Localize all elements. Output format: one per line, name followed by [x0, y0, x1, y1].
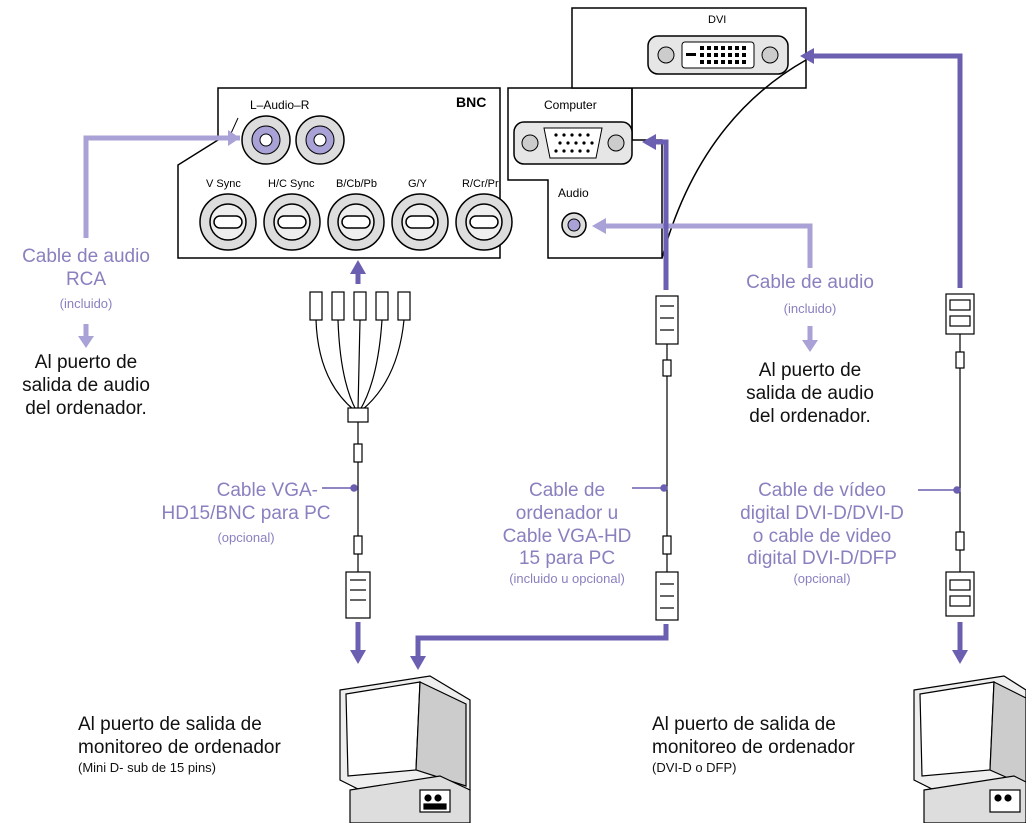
audio-dest-2: salida de audio [746, 382, 874, 404]
monitor-right-note: (DVI-D o DFP) [652, 759, 737, 775]
dvi-cable-note: (opcional) [793, 571, 851, 587]
bnc-fanout-cable [309, 291, 411, 619]
computer-cable [655, 295, 679, 621]
r-cr-pr-label: R/Cr/Pr [462, 178, 499, 190]
dvi-cable-line-3: o cable de video [752, 525, 892, 547]
monitor-left-line-2: monitoreo de ordenador [78, 736, 281, 758]
monitor-left-note: (Mini D- sub de 15 pins) [78, 759, 216, 775]
audio-cable-note: (incluido) [783, 300, 837, 316]
rca-destination: Al puerto de salida de audio del ordenad… [0, 352, 172, 420]
dvi-cable-route [800, 48, 968, 664]
dvi-cable-line-2: digital DVI-D/DVI-D [740, 502, 904, 524]
hc-sync-label: H/C Sync [268, 178, 315, 190]
vga-bnc-line-2: HD15/BNC para PC [161, 502, 331, 524]
dvi-cable-label: Cable de vídeo digital DVI-D/DVI-D o cab… [724, 480, 920, 587]
audio-cable-title: Cable de audio [746, 272, 874, 293]
computer-cable-line-3: Cable VGA-HD [502, 525, 632, 547]
g-y-label: G/Y [408, 178, 427, 190]
computer-panel [507, 87, 663, 259]
audio-jack [561, 212, 587, 238]
monitor-right-line-2: monitoreo de ordenador [652, 736, 855, 758]
bnc-cable-arrows [350, 260, 366, 664]
computer-cable-label: Cable de ordenador u Cable VGA-HD 15 par… [472, 480, 662, 587]
monitor-left-line-1: Al puerto de salida de [78, 714, 262, 735]
audio-dest-3: del ordenador. [749, 405, 871, 427]
rca-cable-label: Cable de audio RCA (incluido) [0, 246, 172, 311]
rca-dest-2: salida de audio [22, 374, 150, 396]
monitor-left-label: Al puerto de salida de monitoreo de orde… [78, 714, 338, 775]
rca-dest-1: Al puerto de [34, 352, 138, 373]
audio-cable-label: Cable de audio (incluido) [712, 272, 908, 316]
audio-port-label: Audio [558, 186, 589, 200]
vga-bnc-cable-label: Cable VGA- HD15/BNC para PC (opcional) [148, 480, 344, 545]
bnc-panel-label: BNC [456, 94, 487, 110]
dvi-port-label: DVI [708, 14, 727, 26]
rca-dest-3: del ordenador. [25, 397, 147, 419]
computer-cable-line-1: Cable de [528, 480, 606, 501]
v-sync-label: V Sync [206, 178, 241, 190]
audio-dest-1: Al puerto de [758, 360, 862, 381]
dvi-port [647, 35, 789, 75]
b-cb-pb-label: B/Cb/Pb [336, 178, 377, 190]
dvi-cable-line-4: digital DVI-D/DFP [747, 548, 897, 570]
computer-port-label: Computer [544, 98, 597, 112]
computer-cable-line-4: 15 para PC [518, 548, 616, 570]
dvi-cable-line-1: Cable de vídeo [758, 480, 886, 501]
bnc-jacks [199, 193, 513, 251]
rca-cable-note: (incluido) [59, 295, 113, 311]
monitor-right-line-1: Al puerto de salida de [652, 714, 836, 735]
vga-bnc-line-1: Cable VGA- [216, 480, 318, 501]
vga-bnc-note: (opcional) [217, 529, 275, 545]
rca-jacks [241, 115, 345, 165]
computer-vga-port [513, 121, 633, 165]
monitor-right [913, 675, 1026, 823]
computer-cable-route [410, 134, 669, 670]
rca-cable-title-2: RCA [65, 268, 107, 290]
rca-cable-title-1: Cable de audio [22, 246, 150, 267]
computer-cable-note: (incluido u opcional) [509, 571, 625, 587]
rca-audio-cable-route [78, 130, 240, 348]
monitor-right-label: Al puerto de salida de monitoreo de orde… [652, 714, 912, 775]
audio-destination: Al puerto de salida de audio del ordenad… [720, 360, 900, 428]
computer-cable-line-2: ordenador u [515, 502, 619, 524]
rca-port-label: L–Audio–R [250, 98, 310, 112]
dvi-cable [945, 293, 975, 617]
monitor-left [339, 675, 471, 823]
leader-lines [322, 484, 961, 494]
